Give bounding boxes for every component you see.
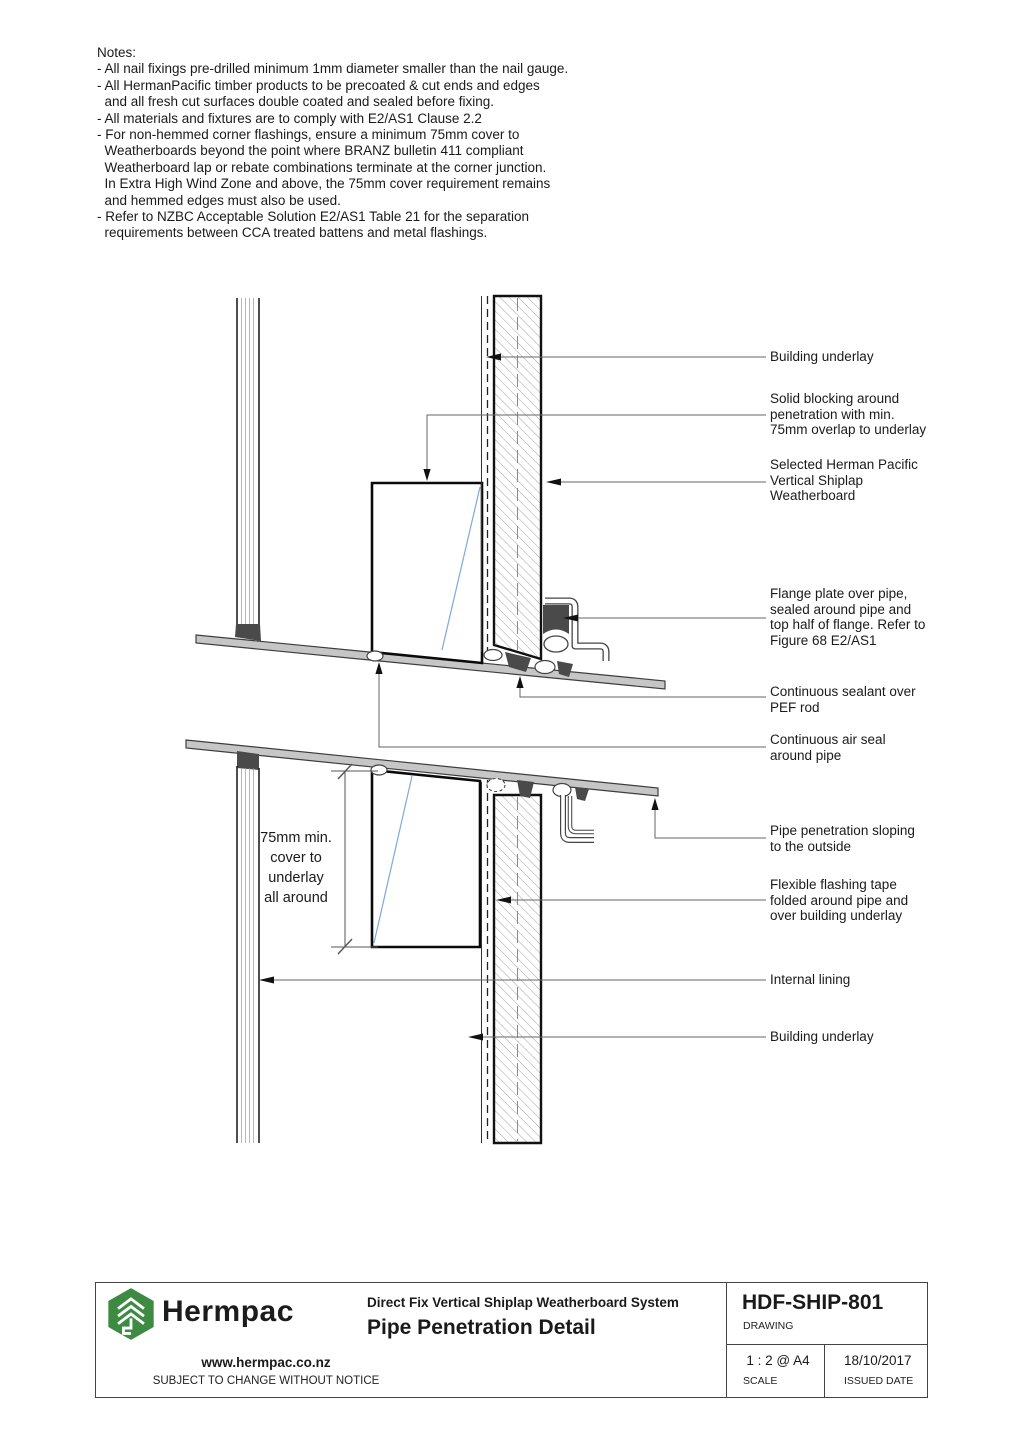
- flange-sealant: [543, 605, 569, 634]
- issued-date-label: ISSUED DATE: [844, 1375, 914, 1387]
- callout-flexible-flashing-tape: Flexible flashing tape folded around pip…: [770, 877, 909, 923]
- brand-name: Hermpac: [162, 1295, 294, 1328]
- flashing-tape-assembly: [486, 777, 594, 843]
- disclaimer-text: SUBJECT TO CHANGE WITHOUT NOTICE: [152, 1375, 380, 1387]
- upper-detail: [195, 294, 766, 748]
- air-seal-at-lining-lower: [237, 751, 259, 770]
- notes-body: - All nail fixings pre-drilled minimum 1…: [97, 61, 569, 241]
- pef-rod-oval: [543, 635, 569, 653]
- blocking-diagonal-upper: [441, 486, 481, 651]
- leader-lines-lower: [261, 803, 766, 1038]
- callout-continuous-air-seal: Continuous air seal around pipe: [770, 732, 886, 763]
- notes-title: Notes:: [97, 45, 137, 60]
- air-seal-at-lining-upper: [235, 624, 261, 641]
- callout-continuous-sealant: Continuous sealant over PEF rod: [770, 684, 916, 715]
- title-block: Hermpac Direct Fix Vertical Shiplap Weat…: [95, 1282, 928, 1398]
- air-seal-oval-lower: [370, 764, 388, 776]
- solid-blocking-upper: [366, 481, 484, 665]
- dimension-75mm: [331, 763, 378, 955]
- callout-building-underlay-bottom: Building underlay: [770, 1029, 874, 1044]
- weatherboard-lower: [492, 793, 543, 1145]
- blocking-diagonal-lower: [373, 775, 413, 944]
- title-block-divider-horizontal: [726, 1344, 927, 1345]
- callout-solid-blocking: Solid blocking around penetration with m…: [770, 391, 927, 437]
- sealant-under-weatherboard: [505, 652, 531, 672]
- callout-flange-plate: Flange plate over pipe, sealed around pi…: [770, 586, 926, 648]
- air-seal-oval-upper: [366, 650, 384, 662]
- scale-value: 1 : 2 @ A4: [746, 1353, 810, 1368]
- callout-building-underlay-top: Building underlay: [770, 349, 874, 364]
- drawing-title: Pipe Penetration Detail: [367, 1316, 596, 1339]
- callout-pipe-penetration: Pipe penetration sloping to the outside: [770, 823, 915, 854]
- pipe-lower: [185, 739, 659, 797]
- leader-arrowheads-lower: [259, 798, 659, 1041]
- website-url: www.hermpac.co.nz: [201, 1355, 331, 1370]
- hermpac-logo-icon: [108, 1288, 154, 1340]
- internal-lining-lower: [236, 751, 260, 1143]
- flange-assembly: [483, 597, 610, 677]
- callout-internal-lining: Internal lining: [770, 972, 851, 987]
- leader-arrowheads-upper: [375, 353, 578, 688]
- callout-selected-weatherboard: Selected Herman Pacific Vertical Shiplap…: [770, 457, 918, 503]
- scale-label: SCALE: [743, 1375, 778, 1387]
- drawing-number-label: DRAWING: [743, 1320, 794, 1332]
- notes-block: Notes: - All nail fixings pre-drilled mi…: [97, 45, 568, 242]
- solid-blocking-lower: [370, 764, 482, 949]
- drawing-number: HDF-SHIP-801: [742, 1291, 884, 1314]
- building-underlay-upper: [481, 296, 489, 655]
- title-block-divider-vertical: [726, 1283, 727, 1397]
- title-block-divider-scale-date: [824, 1344, 825, 1397]
- weatherboard-upper: [492, 294, 543, 661]
- issued-date-value: 18/10/2017: [844, 1353, 912, 1368]
- lower-detail: [185, 739, 766, 1145]
- leader-lines-upper: [378, 356, 766, 748]
- system-title: Direct Fix Vertical Shiplap Weatherboard…: [367, 1295, 679, 1310]
- internal-lining-upper: [235, 298, 261, 641]
- building-underlay-lower: [481, 780, 489, 1143]
- dimension-note: 75mm min. cover to underlay all around: [260, 830, 332, 906]
